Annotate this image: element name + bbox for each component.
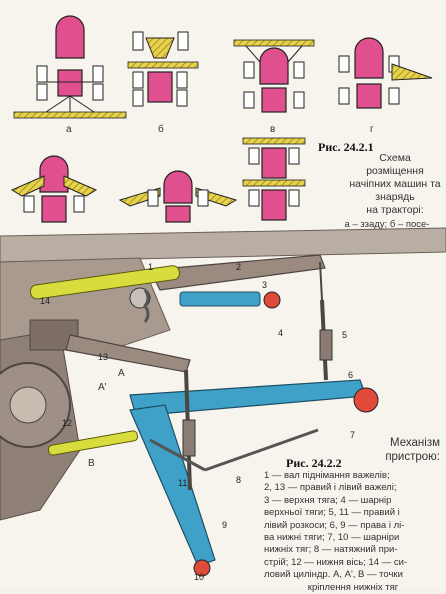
- scheme-g: [338, 37, 433, 109]
- part-number-1: 1: [148, 262, 154, 272]
- legend-line: 2, 13 — правий і лівий важелі;: [264, 482, 397, 494]
- title-line: Механізм: [390, 437, 440, 449]
- figure-2-label: Рис. 24.2.2: [286, 456, 342, 470]
- part-number-10: 10: [194, 572, 205, 582]
- point-letter-b: B: [88, 458, 95, 469]
- figure-1-label: Рис. 24.2.1: [318, 140, 374, 154]
- part-number-9: 9: [222, 520, 228, 530]
- caption-line: начіпних машин та: [349, 178, 441, 190]
- scheme-e: [118, 170, 238, 223]
- caption-line: знарядь: [375, 191, 415, 203]
- scheme-b: [127, 31, 199, 107]
- part-number-14: 14: [40, 296, 51, 306]
- legend-line: 1 — вал піднімання важелів;: [264, 470, 390, 481]
- variant-letter-g: г: [370, 124, 374, 135]
- part-number-2: 2: [236, 262, 242, 272]
- variant-letter-v: в: [270, 124, 276, 135]
- part-number-6: 6: [348, 370, 354, 380]
- part-number-4: 4: [278, 328, 284, 338]
- figure-2-title: Механізм пристрою:: [352, 436, 440, 464]
- variant-letter-b: б: [158, 124, 164, 135]
- legend-line: стрій; 12 — нижня вісь; 14 — си-: [264, 556, 408, 568]
- caption-line: Схема: [379, 152, 411, 164]
- figure-1-caption-tail: а – ззаду; б – посе-: [344, 219, 430, 230]
- tensioner: [149, 428, 319, 472]
- figure-2-legend: 1 — вал піднімання важелів; 2, 13 — прав…: [264, 470, 442, 594]
- point-letter-a-prime: A': [98, 382, 107, 393]
- legend-line: ва нижні тяги; 7, 10 — шарніри: [264, 532, 400, 544]
- legend-line: нижніх тяг; 8 — натяжний при-: [264, 544, 398, 556]
- scheme-v: [233, 39, 315, 113]
- legend-line: ловий циліндр. А, А', В — точки: [264, 569, 403, 581]
- legend-line: 3 — верхня тяга; 4 — шарнір: [264, 494, 392, 506]
- variant-letter-a: а: [66, 124, 72, 135]
- figure-1-caption: Схема розміщення начіпних машин та знаря…: [344, 152, 446, 217]
- part-number-8: 8: [236, 475, 242, 485]
- title-line: пристрою:: [385, 451, 440, 463]
- lower-axle: [47, 430, 139, 456]
- part-number-3: 3: [262, 280, 268, 290]
- scheme-e2: [242, 137, 306, 221]
- part-number-11: 11: [178, 478, 188, 488]
- legend-line: верхньої тяги; 5, 11 — правий і: [264, 507, 400, 519]
- left-brace: [182, 369, 196, 491]
- lift-shaft: [29, 265, 180, 300]
- top-link: [129, 287, 281, 323]
- scheme-d: [10, 155, 98, 223]
- part-number-5: 5: [342, 330, 348, 340]
- lift-arm-right: [149, 254, 326, 301]
- point-letter-a: A: [118, 368, 125, 379]
- caption-line: на тракторі:: [366, 204, 424, 216]
- part-number-12: 12: [62, 418, 73, 428]
- right-brace: [319, 299, 333, 381]
- part-number-13: 13: [98, 352, 109, 362]
- scheme-a: [13, 15, 127, 119]
- legend-line: лівий розкоси; 6, 9 — права і лі-: [264, 519, 405, 531]
- part-number-7: 7: [350, 430, 356, 440]
- caption-line: розміщення: [366, 165, 424, 177]
- left-lower-link: [129, 404, 216, 577]
- legend-line: кріплення нижніх тяг: [307, 581, 399, 593]
